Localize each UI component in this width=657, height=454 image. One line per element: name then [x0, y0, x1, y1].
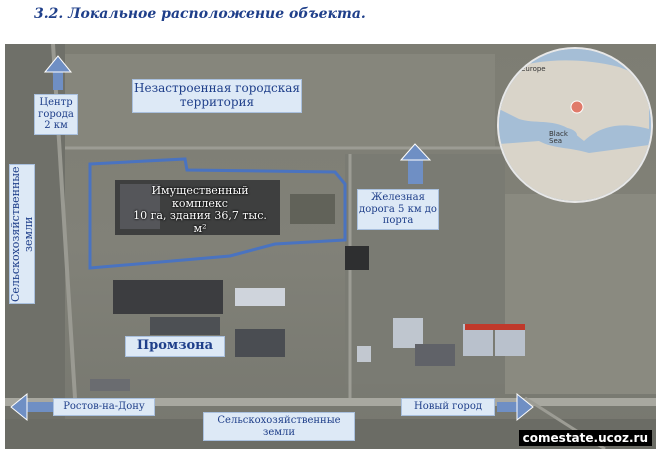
page-heading: 3.2. Локальное расположение объекта. — [34, 6, 366, 22]
globe-map — [499, 49, 651, 201]
property-annex — [290, 194, 335, 224]
satellite-map: Незастроенная городская территория Центр… — [5, 44, 656, 449]
main-road — [5, 398, 656, 406]
property-details: 10 га, здания 36,7 тыс. м² — [133, 209, 267, 235]
depot — [345, 246, 369, 270]
far-east-field — [505, 194, 656, 394]
light-roof-building — [235, 288, 285, 306]
property-title: Имущественный комплекс — [151, 184, 249, 210]
main-building-wing — [120, 184, 160, 229]
globe-label-black-sea: Black Sea — [549, 130, 568, 145]
roadside-building — [90, 379, 130, 391]
arrow-railway — [399, 143, 432, 184]
watermark: comestate.ucoz.ru — [518, 430, 652, 446]
arrow-west — [10, 392, 55, 422]
globe-land-south — [499, 141, 649, 201]
locator-globe: Europe Black Sea — [497, 47, 653, 203]
property-boundary — [88, 157, 347, 270]
storage — [415, 344, 455, 366]
kiosk — [357, 346, 371, 362]
arrow-north — [43, 55, 73, 90]
globe-land-north — [499, 60, 649, 141]
red-roof-stripe — [465, 324, 525, 330]
label-rostov: Ростов-на-Дону — [53, 398, 155, 416]
small-hall — [393, 318, 423, 348]
label-industrial-zone: Промзона — [125, 336, 225, 357]
label-agricultural-land-bottom: Сельскохозяйственные земли — [203, 412, 355, 441]
label-new-city: Новый город — [401, 398, 495, 416]
warehouse — [150, 317, 220, 335]
globe-label-europe: Europe — [521, 65, 546, 73]
label-city-center: Центр города 2 км — [34, 94, 78, 135]
label-railway: Железная дорога 5 км до порта — [357, 189, 439, 230]
label-agricultural-land-left: Сельскохозяйственные земли — [9, 164, 35, 304]
label-property-complex: Имущественный комплекс 10 га, здания 36,… — [125, 184, 275, 236]
label-undeveloped-territory: Незастроенная городская территория — [132, 79, 302, 113]
globe-location-marker — [570, 100, 584, 114]
industrial-hall — [113, 280, 223, 314]
arrow-east — [497, 392, 534, 422]
globe-black-sea — [541, 127, 577, 143]
workshop — [235, 329, 285, 357]
